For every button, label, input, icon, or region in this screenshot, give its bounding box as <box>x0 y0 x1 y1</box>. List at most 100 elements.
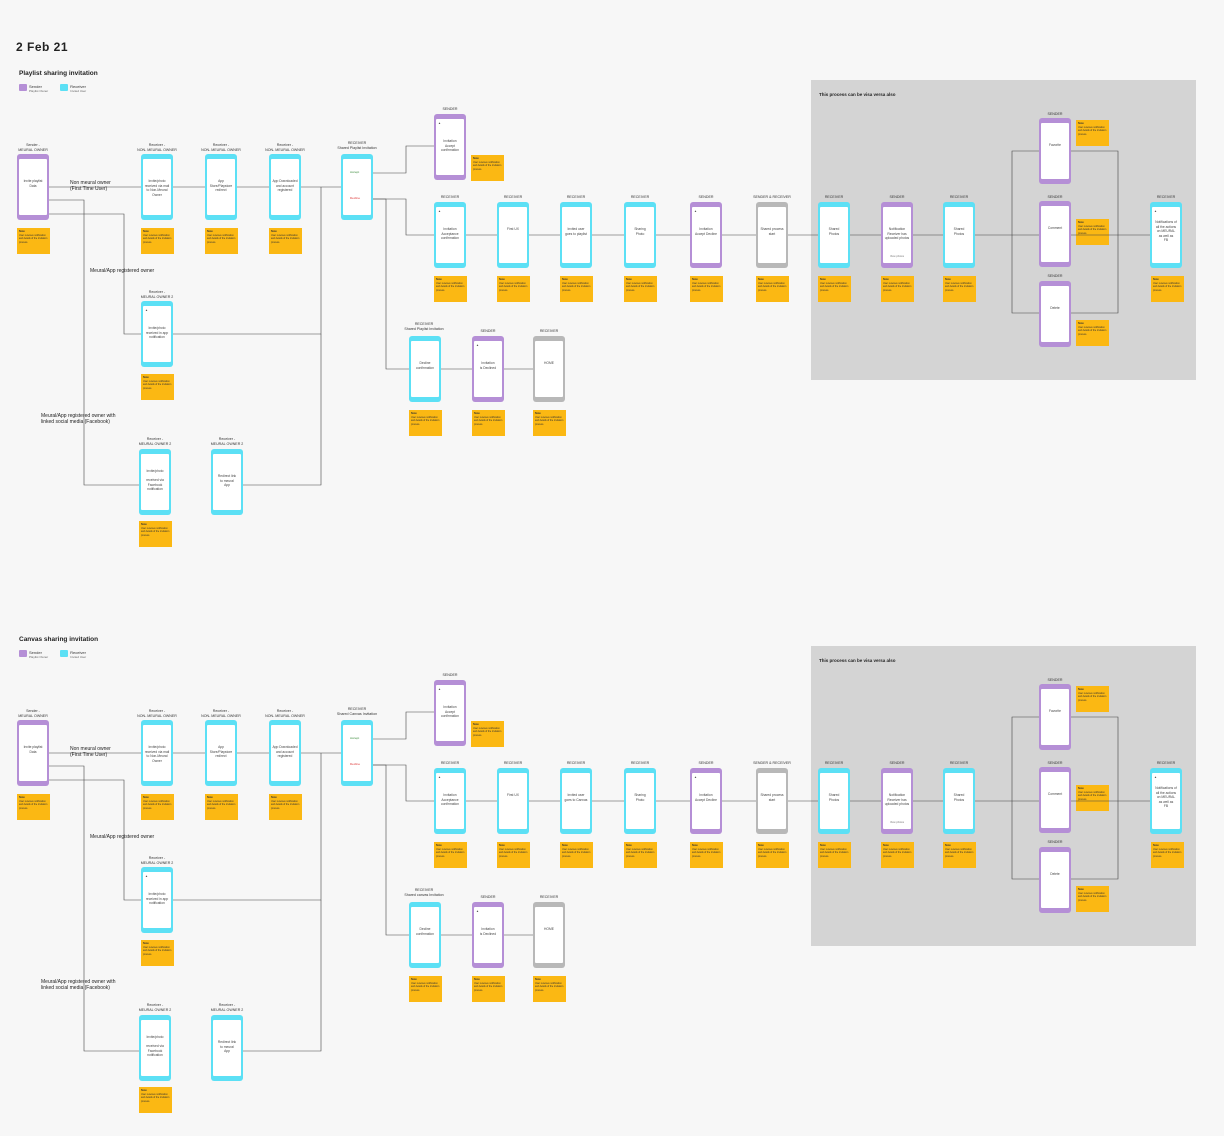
label-phone-shared-photos-2: RECEIVER <box>949 195 969 199</box>
phone-comment[interactable]: Comment <box>1039 201 1071 267</box>
phone-first-ux[interactable]: First UX <box>497 768 529 834</box>
phone-screen <box>535 341 563 397</box>
phone-screen <box>758 207 786 263</box>
phone-favorite[interactable]: Favorite <box>1039 684 1071 750</box>
phone-decline-confirm[interactable]: Decline confirmation <box>409 902 441 968</box>
phone-app-download[interactable]: App Downloaded and account registered <box>269 154 301 220</box>
phone-screen <box>19 725 47 781</box>
phone-text: Notifications of all the actions on MEUR… <box>1155 786 1177 809</box>
phone-in-app[interactable]: ▲Invite/photo received in app notificati… <box>141 301 173 367</box>
phone-text: Invited user goes to playlist <box>565 227 587 236</box>
accept-option[interactable]: Accept <box>350 170 360 174</box>
phone-in-app[interactable]: ▲Invite/photo received in app notificati… <box>141 867 173 933</box>
phone-shared-photos-2[interactable]: Shared Photos <box>943 768 975 834</box>
note-body: User receives notification and details o… <box>499 282 528 292</box>
phone-accept-decline[interactable]: ▲Invitation Accept Decline <box>690 768 722 834</box>
bell-icon: ▲ <box>438 775 441 779</box>
accept-option[interactable]: Accept <box>350 736 360 740</box>
phone-app-download[interactable]: App Downloaded and account registered <box>269 720 301 786</box>
phone-text: App Downloaded and account registered <box>272 179 298 193</box>
decline-option[interactable]: Decline <box>350 196 361 200</box>
phone-screen <box>436 119 464 175</box>
phone-redirect-app[interactable]: Redirect link to meural App <box>211 1015 243 1081</box>
phone-first-ux[interactable]: First UX <box>497 202 529 268</box>
phone-screen <box>535 907 563 963</box>
note-body: User receives notification and details o… <box>143 800 172 810</box>
note-body: User receives notification and details o… <box>626 848 655 858</box>
phone-screen <box>143 306 171 362</box>
phone-accept-confirm[interactable]: ▲Invitation Accept confirmation <box>434 680 466 746</box>
connector <box>173 753 322 901</box>
note-body: User receives notification and details o… <box>535 982 564 992</box>
phone-invite-mail[interactable]: Invite/photo received via mail to Non-Me… <box>141 720 173 786</box>
branch-non-meural: Non meural owner (First Time User) <box>70 180 111 193</box>
phone-invitation-declined[interactable]: ▲Invitation is Declined <box>472 336 504 402</box>
phone-acceptance-confirm[interactable]: ▲Invitation Acceptance confirmation <box>434 768 466 834</box>
note-title: Note <box>758 844 764 847</box>
connector <box>243 334 322 486</box>
phone-notification-uploaded[interactable]: Notification Receiver has uploaded photo… <box>881 768 913 834</box>
phone-shared-photos-1[interactable]: Shared Photos <box>818 768 850 834</box>
phone-screen <box>141 454 169 510</box>
decline-option[interactable]: Decline <box>350 762 361 766</box>
phone-invitation-declined[interactable]: ▲Invitation is Declined <box>472 902 504 968</box>
note-body: User receives notification and details o… <box>411 982 440 992</box>
phone-text: Invite/photo received via mail to Non-Me… <box>144 179 170 197</box>
phone-accept-decline[interactable]: ▲Invitation Accept Decline <box>690 202 722 268</box>
phone-screen <box>1041 123 1069 179</box>
phone-notifications-all[interactable]: ▲Notifications of all the actions on MEU… <box>1150 768 1182 834</box>
phone-goes-to[interactable]: Invited user goes to playlist <box>560 202 592 268</box>
connector <box>1011 801 1039 880</box>
phone-screen <box>1041 206 1069 262</box>
phone-goes-to[interactable]: Invited user goes to Canvas <box>560 768 592 834</box>
phone-comment[interactable]: Comment <box>1039 767 1071 833</box>
note-body: User receives notification and details o… <box>207 800 236 810</box>
label-phone-acceptance-confirm: RECEIVER <box>440 195 460 199</box>
phone-shared-start[interactable]: Shared process start <box>756 202 788 268</box>
phone-screen <box>411 341 439 397</box>
phone-notifications-all[interactable]: ▲Notifications of all the actions on MEU… <box>1150 202 1182 268</box>
label-phone-goes-to: RECEIVER <box>566 195 586 199</box>
phone-sender-invite[interactable]: Invite playlist Data <box>17 154 49 220</box>
label-comment: SENDER <box>1047 761 1063 765</box>
phone-favorite[interactable]: Favorite <box>1039 118 1071 184</box>
label-phone-first-ux: RECEIVER <box>503 195 523 199</box>
bell-icon: ▲ <box>438 209 441 213</box>
phone-redirect-app[interactable]: Redirect link to meural App <box>211 449 243 515</box>
phone-invite-mail[interactable]: Invite/photo received via mail to Non-Me… <box>141 154 173 220</box>
phone-decline-confirm[interactable]: Decline confirmation <box>409 336 441 402</box>
phone-text: Redirect link to meural App <box>217 474 237 488</box>
label-phone-accept-decline: SENDER <box>698 761 714 765</box>
phone-facebook[interactable]: Invite/photo received via Facebook notif… <box>139 1015 171 1081</box>
note-title: Note <box>207 796 213 799</box>
note-title: Note <box>1078 322 1084 325</box>
phone-delete[interactable]: Delete <box>1039 281 1071 347</box>
phone-sender-invite[interactable]: Invite playlist Data <box>17 720 49 786</box>
phone-accept-confirm[interactable]: ▲Invitation Accept confirmation <box>434 114 466 180</box>
phone-delete[interactable]: Delete <box>1039 847 1071 913</box>
phone-shared-start[interactable]: Shared process start <box>756 768 788 834</box>
note-title: Note <box>1078 688 1084 691</box>
phone-sharing-photo[interactable]: Sharing Photo <box>624 202 656 268</box>
phone-acceptance-confirm[interactable]: ▲Invitation Acceptance confirmation <box>434 202 466 268</box>
phone-notification-uploaded[interactable]: Notification Receiver has uploaded photo… <box>881 202 913 268</box>
phone-screen <box>1041 689 1069 745</box>
phone-home[interactable]: HOME <box>533 902 565 968</box>
phone-app-store[interactable]: App Store/Playstore redirect <box>205 154 237 220</box>
label-phone-shared-start: SENDER & RECEIVER <box>753 761 791 765</box>
phone-shared-photos-2[interactable]: Shared Photos <box>943 202 975 268</box>
phone-sharing-photo[interactable]: Sharing Photo <box>624 768 656 834</box>
note-title: Note <box>271 230 277 233</box>
phone-home[interactable]: HOME <box>533 336 565 402</box>
note-body: User receives notification and details o… <box>1078 326 1107 336</box>
phone-app-store[interactable]: App Store/Playstore redirect <box>205 720 237 786</box>
phone-shared-photos-1[interactable]: Shared Photos <box>818 202 850 268</box>
phone-facebook[interactable]: Invite/photo received via Facebook notif… <box>139 449 171 515</box>
bell-icon: ▲ <box>1154 209 1157 213</box>
